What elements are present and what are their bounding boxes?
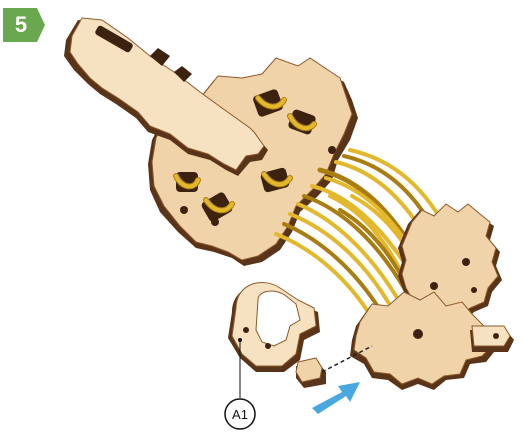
hook-piece-a1 xyxy=(228,282,326,388)
bottom-gear xyxy=(350,292,514,390)
direction-arrow xyxy=(312,382,360,414)
callout-dot xyxy=(238,338,242,342)
callout-label: A1 xyxy=(232,407,248,422)
